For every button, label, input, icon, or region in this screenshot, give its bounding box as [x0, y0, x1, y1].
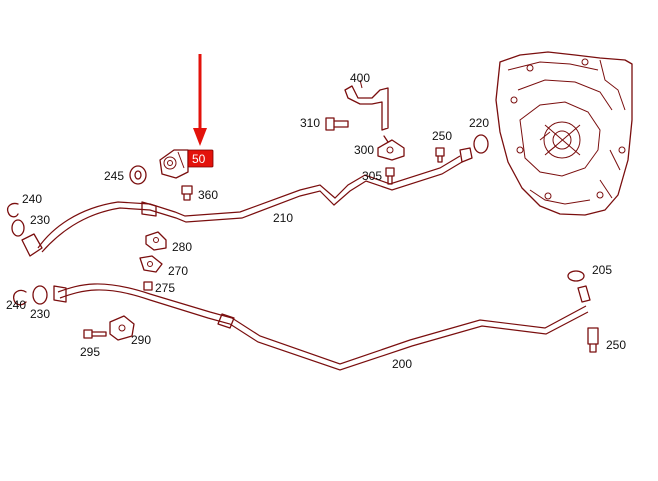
- highlight-label-text: 50: [192, 152, 206, 166]
- label-305[interactable]: 305: [362, 169, 382, 183]
- label-230-bottom[interactable]: 230: [30, 307, 50, 321]
- bracket-270: [139, 255, 163, 273]
- label-250-bottom[interactable]: 250: [606, 338, 626, 352]
- highlighted-part-label[interactable]: 50: [187, 149, 214, 168]
- label-270[interactable]: 270: [168, 264, 188, 278]
- label-200[interactable]: 200: [392, 357, 412, 371]
- oil-line-210: [21, 147, 473, 257]
- label-250-top[interactable]: 250: [432, 129, 452, 143]
- mount-245: [129, 165, 147, 185]
- label-220[interactable]: 220: [469, 116, 489, 130]
- bracket-280: [145, 231, 167, 251]
- label-280[interactable]: 280: [172, 240, 192, 254]
- label-310[interactable]: 310: [300, 116, 320, 130]
- label-210[interactable]: 210: [273, 211, 293, 225]
- seal-ring-220: [473, 134, 489, 154]
- label-240-bottom[interactable]: 240: [6, 298, 26, 312]
- bolt-360: [181, 185, 193, 201]
- label-230-top[interactable]: 230: [30, 213, 50, 227]
- label-290[interactable]: 290: [131, 333, 151, 347]
- bracket-300: [377, 135, 405, 161]
- seal-ring-230-bottom: [32, 285, 48, 305]
- oil-line-200: [53, 283, 591, 371]
- bolt-275: [143, 281, 153, 291]
- label-295[interactable]: 295: [80, 345, 100, 359]
- transmission-housing: [495, 51, 633, 216]
- label-275[interactable]: 275: [155, 281, 175, 295]
- label-400[interactable]: 400: [350, 71, 370, 85]
- bolt-295: [83, 329, 107, 339]
- label-360[interactable]: 360: [198, 188, 218, 202]
- label-245[interactable]: 245: [104, 169, 124, 183]
- bolt-305: [385, 167, 395, 185]
- seal-ring-230-top: [11, 219, 25, 237]
- label-205[interactable]: 205: [592, 263, 612, 277]
- bracket-290: [109, 315, 135, 341]
- seal-ring-205: [567, 270, 585, 282]
- clip-240-top: [6, 202, 19, 218]
- bracket-400: [344, 79, 389, 131]
- bracket-50: [159, 149, 189, 179]
- bolt-310: [325, 117, 349, 131]
- clip-240-bottom: [13, 289, 27, 306]
- label-240-top[interactable]: 240: [22, 192, 42, 206]
- screw-250-bottom: [587, 327, 599, 353]
- screw-250-top: [435, 147, 445, 163]
- arrow-down-icon: [193, 54, 207, 146]
- label-300[interactable]: 300: [354, 143, 374, 157]
